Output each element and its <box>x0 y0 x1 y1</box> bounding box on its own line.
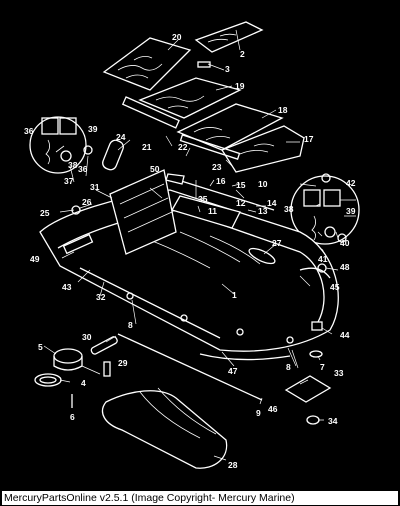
inflatable-hull-1 <box>39 189 339 352</box>
seat-23 <box>171 195 241 229</box>
callout-4: 4 <box>81 378 86 388</box>
rub-strake-47 <box>199 353 291 361</box>
callout-24: 24 <box>116 132 126 142</box>
callout-10: 10 <box>258 179 268 189</box>
callout-36-b: 36 <box>78 164 88 174</box>
stringer-11 <box>179 134 241 160</box>
floorboard-2 <box>194 21 264 53</box>
callout-5: 5 <box>38 342 43 352</box>
callout-22: 22 <box>178 142 188 152</box>
oar-22 <box>165 173 275 211</box>
callout-29: 29 <box>118 358 128 368</box>
callout-35: 35 <box>198 194 208 204</box>
floorboard-20 <box>102 37 192 91</box>
repair-tube-30 <box>90 336 118 355</box>
hose-coil-4 <box>34 373 62 387</box>
callout-50: 50 <box>150 164 160 174</box>
callout-11: 11 <box>208 206 217 216</box>
stabilizer-24 <box>102 139 124 171</box>
callout-38-a: 38 <box>68 160 78 170</box>
callout-45: 45 <box>330 282 340 292</box>
floorboard-18 <box>176 103 284 151</box>
keel-46 <box>117 333 263 401</box>
foot-pump-5 <box>53 348 83 371</box>
grommet-34 <box>306 415 320 425</box>
carry-bag-28 <box>101 387 228 469</box>
callout-46: 46 <box>268 404 278 414</box>
callout-21: 21 <box>142 142 152 152</box>
callout-6: 6 <box>70 412 75 422</box>
callout-28: 28 <box>228 460 238 470</box>
callout-49: 49 <box>30 254 40 264</box>
callout-37: 37 <box>64 176 74 186</box>
callout-25: 25 <box>40 208 50 218</box>
callout-12: 12 <box>236 198 246 208</box>
callout-3: 3 <box>225 64 230 74</box>
callout-38-b: 38 <box>284 204 294 214</box>
callout-14: 14 <box>267 198 277 208</box>
cap-7 <box>309 350 323 358</box>
callout-33: 33 <box>334 368 344 378</box>
callout-20: 20 <box>172 32 182 42</box>
callout-16: 16 <box>216 176 226 186</box>
transom-35 <box>109 169 177 255</box>
callout-42: 42 <box>346 178 356 188</box>
callout-17: 17 <box>304 134 314 144</box>
callout-34: 34 <box>328 416 338 426</box>
callout-39-a: 39 <box>88 124 98 134</box>
glue-29 <box>103 361 111 377</box>
callout-18: 18 <box>278 105 288 115</box>
leader-lines <box>43 29 356 461</box>
callout-26: 26 <box>82 197 92 207</box>
callout-23: 23 <box>212 162 222 172</box>
copyright-caption: MercuryPartsOnline v2.5.1 (Image Copyrig… <box>2 491 398 505</box>
floorboard-17 <box>221 125 305 173</box>
valve-detail-right <box>290 173 360 245</box>
callout-27: 27 <box>272 238 282 248</box>
callout-32: 32 <box>96 292 106 302</box>
callout-44: 44 <box>340 330 350 340</box>
callout-41: 41 <box>318 254 328 264</box>
callout-1: 1 <box>232 290 237 300</box>
callout-8-b: 8 <box>286 362 291 372</box>
callout-43: 43 <box>62 282 72 292</box>
callout-31: 31 <box>90 182 100 192</box>
callout-labels: 1 2 3 4 5 6 7 8 8 9 10 11 12 13 14 15 16… <box>24 32 356 470</box>
callout-40: 40 <box>340 238 350 248</box>
patch-kit-33 <box>284 375 332 403</box>
valve-cap-36 <box>83 145 93 155</box>
callout-15: 15 <box>236 180 246 190</box>
callout-47: 47 <box>228 366 238 376</box>
floorboard-19 <box>138 77 242 119</box>
valve-detail-left <box>29 116 87 174</box>
exploded-parts-diagram: 1 2 3 4 5 6 7 8 8 9 10 11 12 13 14 15 16… <box>24 21 360 470</box>
towing-ring-44 <box>311 321 323 331</box>
stringer-21 <box>121 96 180 129</box>
callout-2: 2 <box>240 49 245 59</box>
callout-36-a: 36 <box>24 126 34 136</box>
callout-7: 7 <box>320 362 325 372</box>
callout-8-a: 8 <box>128 320 133 330</box>
callout-13: 13 <box>258 206 268 216</box>
callout-9: 9 <box>256 408 261 418</box>
clip-3 <box>197 61 211 68</box>
callout-19: 19 <box>235 81 245 91</box>
callout-30: 30 <box>82 332 92 342</box>
callout-48: 48 <box>340 262 350 272</box>
callout-39-b: 39 <box>346 206 356 216</box>
